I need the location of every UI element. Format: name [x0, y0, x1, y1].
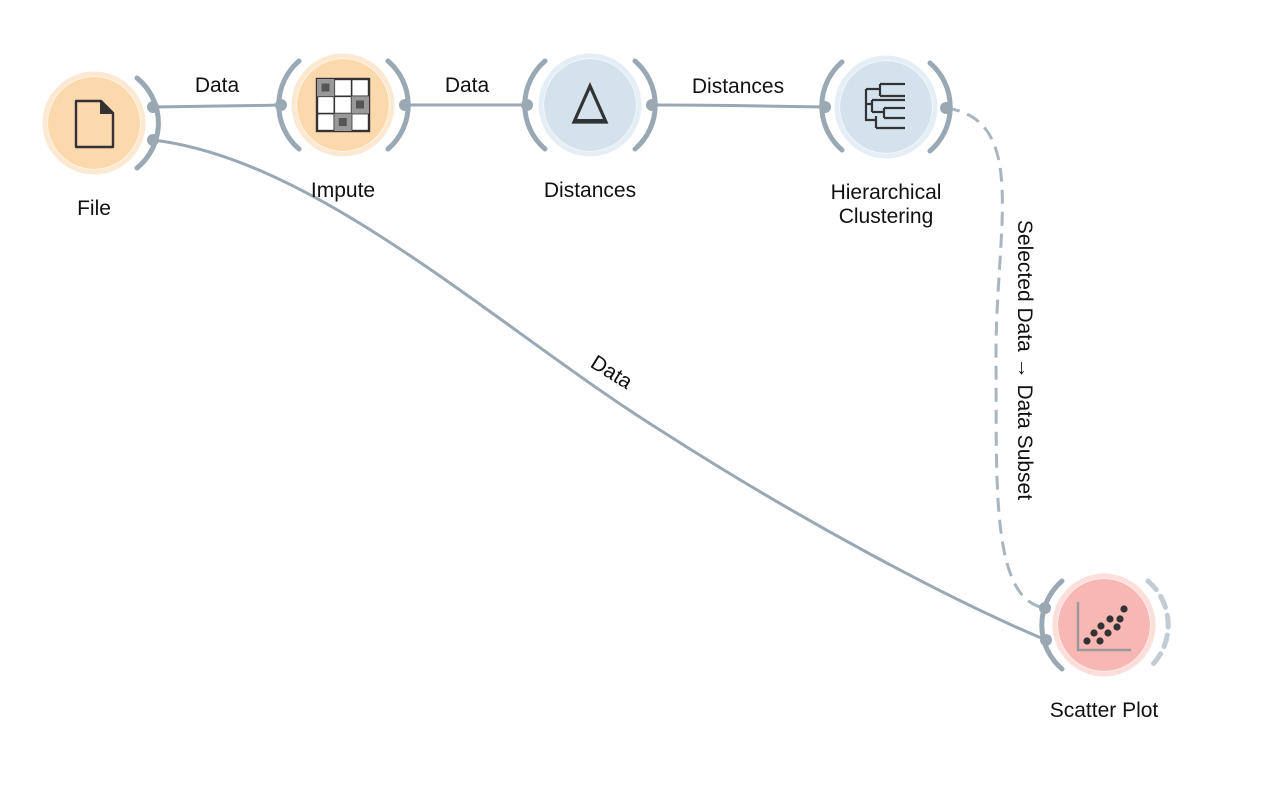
node-ring	[1052, 573, 1156, 677]
link-line[interactable]	[945, 106, 1046, 610]
output-anchor-dot[interactable]	[646, 99, 658, 111]
node-ring	[834, 55, 938, 159]
node-hierarchical-clustering[interactable]: Hierarchical Clustering	[819, 55, 953, 228]
node-label: Impute	[311, 179, 375, 202]
input-anchor-dot[interactable]	[521, 99, 533, 111]
node-ring	[538, 53, 642, 157]
input-anchor-dot[interactable]	[275, 99, 287, 111]
link-line[interactable]	[651, 103, 826, 109]
node-file[interactable]: File	[42, 71, 161, 220]
link-file-impute[interactable]: Data	[152, 74, 282, 109]
node-impute[interactable]: Impute	[275, 53, 411, 202]
output-anchor-dot[interactable]	[147, 101, 159, 113]
link-hierarchical-scatter[interactable]: Selected Data → Data Subset	[945, 106, 1046, 610]
node-ring	[291, 53, 395, 157]
link-label: Data	[445, 74, 490, 97]
node-label-line-2: Clustering	[839, 205, 934, 228]
node-label: Distances	[544, 179, 636, 202]
link-impute-distances[interactable]: Data	[404, 74, 526, 107]
node-label-line-1: Hierarchical	[831, 181, 942, 204]
node-ring	[42, 71, 146, 175]
node-scatter-plot[interactable]: Scatter Plot	[1039, 573, 1171, 722]
input-anchor-dot[interactable]	[1040, 634, 1052, 646]
output-anchor-dot[interactable]	[940, 102, 952, 114]
node-body[interactable]	[48, 77, 140, 169]
file-icon	[74, 99, 115, 149]
output-anchor-dot[interactable]	[147, 134, 159, 146]
input-anchor-dot[interactable]	[819, 101, 831, 113]
dendrogram-icon	[864, 82, 905, 130]
output-anchor-dot[interactable]	[399, 99, 411, 111]
link-label: Selected Data → Data Subset	[1013, 220, 1036, 500]
output-anchor[interactable]	[1145, 578, 1171, 672]
node-label: Scatter Plot	[1050, 699, 1159, 722]
impute-grid-icon	[315, 77, 371, 133]
input-anchor[interactable]	[1039, 578, 1065, 672]
output-anchor[interactable]	[134, 75, 161, 171]
input-anchor-dot[interactable]	[1039, 602, 1051, 614]
delta-icon	[571, 82, 609, 124]
links-layer: Data Data Distances Selected Data → Data…	[152, 74, 1047, 642]
node-label: File	[77, 197, 111, 220]
link-label: Data	[195, 74, 240, 97]
scatter-plot-icon	[1076, 602, 1131, 652]
link-line[interactable]	[152, 138, 1047, 642]
link-line[interactable]	[152, 103, 282, 109]
node-body[interactable]	[544, 59, 636, 151]
link-distances-hierarchical[interactable]: Distances	[651, 75, 826, 109]
node-distances[interactable]: Distances	[521, 53, 658, 202]
link-label: Distances	[692, 75, 784, 98]
